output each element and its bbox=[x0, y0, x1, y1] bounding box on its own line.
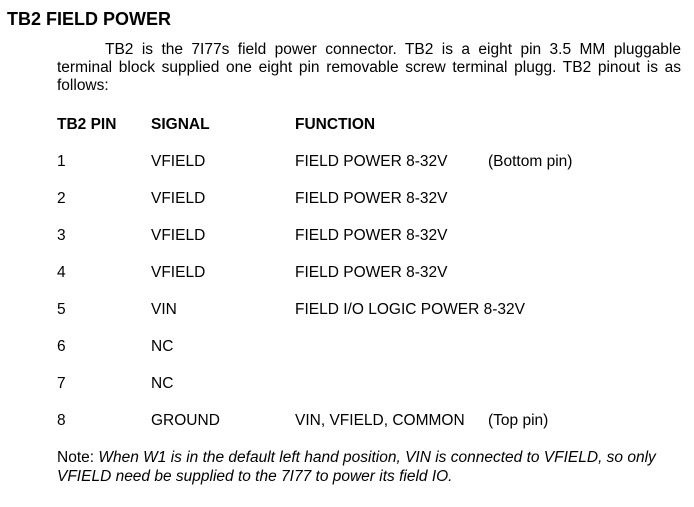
row-signal: VFIELD bbox=[151, 264, 206, 281]
intro-paragraph: TB2 is the 7I77s field power connector. … bbox=[57, 41, 681, 95]
row-function: FIELD I/O LOGIC POWER 8-32V bbox=[295, 301, 525, 318]
table-row: 4 VFIELD FIELD POWER 8-32V bbox=[0, 263, 694, 283]
row-signal: VFIELD bbox=[151, 227, 206, 244]
section-title: TB2 FIELD POWER bbox=[7, 9, 172, 29]
row-note: (Top pin) bbox=[488, 412, 549, 429]
row-function: VIN, VFIELD, COMMON bbox=[295, 412, 465, 429]
header-signal: SIGNAL bbox=[151, 116, 210, 133]
table-row: 7 NC bbox=[0, 374, 694, 394]
row-pin: 1 bbox=[57, 153, 66, 170]
row-pin: 4 bbox=[57, 264, 66, 281]
header-pin: TB2 PIN bbox=[57, 116, 117, 133]
row-pin: 3 bbox=[57, 227, 66, 244]
footnote-label: Note: bbox=[57, 449, 99, 466]
row-pin: 6 bbox=[57, 338, 66, 355]
row-function: FIELD POWER 8-32V bbox=[295, 264, 448, 281]
row-signal: VIN bbox=[151, 301, 177, 318]
table-row: 3 VFIELD FIELD POWER 8-32V bbox=[0, 226, 694, 246]
row-pin: 5 bbox=[57, 301, 66, 318]
row-note: (Bottom pin) bbox=[488, 153, 573, 170]
row-signal: VFIELD bbox=[151, 190, 206, 207]
row-function: FIELD POWER 8-32V bbox=[295, 153, 448, 170]
footnote: Note: When W1 is in the default left han… bbox=[57, 448, 685, 486]
row-signal: NC bbox=[151, 375, 174, 392]
intro-text: TB2 is the 7I77s field power connector. … bbox=[57, 41, 681, 94]
row-signal: NC bbox=[151, 338, 174, 355]
row-pin: 2 bbox=[57, 190, 66, 207]
row-pin: 8 bbox=[57, 412, 66, 429]
table-row: 8 GROUND VIN, VFIELD, COMMON (Top pin) bbox=[0, 411, 694, 431]
table-row: 6 NC bbox=[0, 337, 694, 357]
row-function: FIELD POWER 8-32V bbox=[295, 227, 448, 244]
header-function: FUNCTION bbox=[295, 116, 376, 133]
table-header-row: TB2 PIN SIGNAL FUNCTION bbox=[0, 115, 694, 135]
table-row: 1 VFIELD FIELD POWER 8-32V (Bottom pin) bbox=[0, 152, 694, 172]
row-signal: GROUND bbox=[151, 412, 220, 429]
row-pin: 7 bbox=[57, 375, 66, 392]
footnote-text: When W1 is in the default left hand posi… bbox=[57, 449, 656, 485]
table-row: 2 VFIELD FIELD POWER 8-32V bbox=[0, 189, 694, 209]
table-row: 5 VIN FIELD I/O LOGIC POWER 8-32V bbox=[0, 300, 694, 320]
row-function: FIELD POWER 8-32V bbox=[295, 190, 448, 207]
row-signal: VFIELD bbox=[151, 153, 206, 170]
